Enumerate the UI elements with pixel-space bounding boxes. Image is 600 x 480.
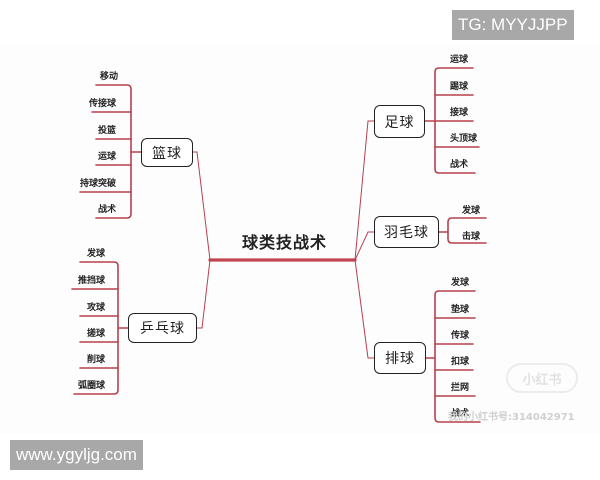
bracket-pingpong [71, 261, 129, 395]
leaf-badminton-1: 击球 [462, 232, 481, 242]
branch-node-football: 足球 [374, 105, 425, 138]
connector-root-football [354, 120, 375, 261]
leaf-basketball-1: 传接球 [88, 99, 116, 109]
connector-root-basketball [192, 151, 211, 261]
mindmap-background [0, 44, 600, 434]
leaf-volleyball-1: 垫球 [451, 305, 470, 315]
leaf-basketball-0: 移动 [99, 72, 118, 82]
bracket-volleyball [425, 290, 481, 423]
xiaohongshu-id-watermark: 我的小红书号:314042971 [448, 412, 575, 423]
connector-root-badminton [354, 231, 375, 261]
leaf-pingpong-4: 削球 [86, 355, 105, 365]
leaf-football-2: 接球 [450, 108, 469, 118]
leaf-football-0: 运球 [450, 55, 469, 65]
connector-root-volleyball [354, 259, 375, 359]
branch-node-volleyball: 排球 [374, 342, 426, 374]
leaf-volleyball-4: 拦网 [451, 383, 470, 393]
connector-root-pingpong [196, 259, 211, 329]
bracket-badminton [438, 217, 487, 244]
leaf-volleyball-2: 传球 [451, 331, 470, 341]
website-tag-watermark: www.ygyljg.com [10, 440, 143, 470]
leaf-volleyball-5: 战术 [451, 409, 470, 419]
leaf-pingpong-3: 搓球 [86, 329, 105, 339]
leaf-basketball-4: 持球突破 [79, 179, 116, 189]
leaf-basketball-5: 战术 [97, 205, 116, 215]
leaf-basketball-2: 投篮 [97, 126, 116, 136]
bracket-football [424, 67, 480, 174]
bracket-basketball [79, 84, 142, 219]
leaf-football-3: 头顶球 [450, 134, 478, 144]
leaf-volleyball-3: 扣球 [451, 357, 470, 367]
leaf-basketball-3: 运球 [97, 152, 116, 162]
xiaohongshu-logo-watermark: 小红书 [506, 363, 578, 393]
branch-node-badminton: 羽毛球 [374, 216, 439, 248]
branch-node-basketball: 篮球 [141, 138, 193, 167]
leaf-pingpong-1: 推挡球 [77, 276, 105, 286]
leaf-pingpong-2: 攻球 [86, 303, 105, 313]
leaf-pingpong-0: 发球 [86, 249, 105, 259]
leaf-badminton-0: 发球 [462, 206, 481, 216]
telegram-tag-watermark: TG: MYYJJPP [452, 10, 574, 40]
branch-node-pingpong: 乒乓球 [128, 313, 197, 343]
leaf-volleyball-0: 发球 [451, 278, 470, 288]
leaf-football-1: 踢球 [450, 82, 469, 92]
root-topic: 球类技战术 [242, 233, 328, 252]
leaf-football-4: 战术 [450, 160, 469, 170]
leaf-pingpong-5: 弧圈球 [77, 381, 105, 391]
